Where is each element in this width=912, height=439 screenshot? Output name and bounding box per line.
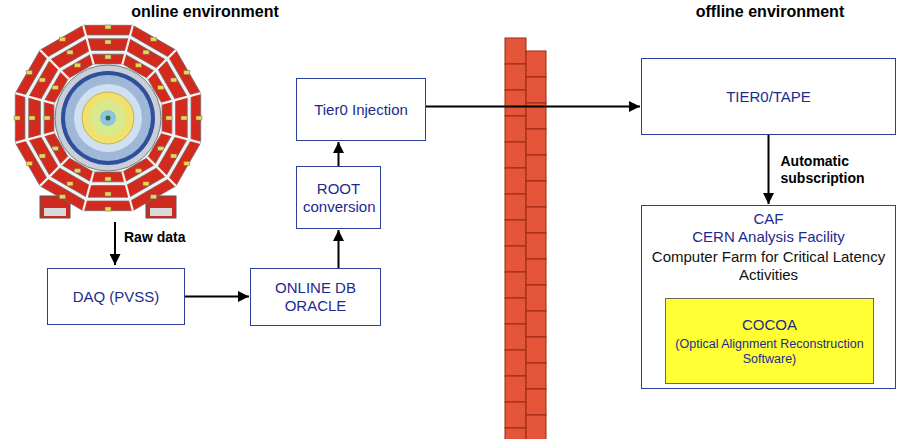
- facility-box: CAFCERN Analysis FacilityComputer Farm f…: [641, 205, 896, 389]
- firewall-wall: [505, 38, 546, 439]
- detector-illustration: [14, 25, 202, 218]
- box-title: TIER0/TAPE: [726, 88, 811, 106]
- text-group: ONLINE DB ORACLE: [251, 275, 380, 319]
- process-box: ROOT conversion: [296, 166, 381, 229]
- flow-arrow: [185, 296, 249, 298]
- text-group: TIER0/TAPE: [720, 84, 817, 110]
- box-text: CERN Analysis Facility: [648, 228, 889, 246]
- database-box: ONLINE DB ORACLE: [250, 268, 381, 326]
- flow-arrow: [338, 230, 340, 268]
- flow-arrow: [426, 106, 640, 108]
- text-group: Tier0 Injection: [308, 97, 414, 123]
- edge-label: Automatic subscription: [781, 153, 891, 187]
- box-text: (Optical Alignment Reconstruction Softwa…: [672, 337, 867, 367]
- box-text: Computer Farm for Critical Latency Activ…: [648, 248, 889, 284]
- section-heading: offline environment: [696, 3, 844, 21]
- process-box: Tier0 Injection: [296, 78, 426, 141]
- box-title: DAQ (PVSS): [73, 288, 160, 306]
- arrow-label: Raw data: [124, 229, 185, 245]
- software-box: COCOA (Optical Alignment Reconstruction S…: [665, 298, 874, 384]
- storage-box: TIER0/TAPE: [641, 58, 896, 135]
- text-group: COCOA (Optical Alignment Reconstruction S…: [666, 312, 873, 371]
- box-title: COCOA: [672, 316, 867, 334]
- flow-arrow: [338, 142, 340, 166]
- flow-arrow: [768, 135, 770, 204]
- box-title: ROOT conversion: [303, 180, 374, 216]
- box-title: CAF: [648, 210, 889, 228]
- box-title: ONLINE DB ORACLE: [257, 279, 374, 315]
- text-group: CAFCERN Analysis FacilityComputer Farm f…: [642, 206, 895, 288]
- section-heading: online environment: [131, 3, 279, 21]
- text-group: ROOT conversion: [297, 176, 380, 220]
- text-group: DAQ (PVSS): [67, 284, 166, 310]
- raw-data-arrow: [114, 222, 116, 265]
- box-title: Tier0 Injection: [314, 101, 408, 119]
- process-box: DAQ (PVSS): [47, 268, 185, 325]
